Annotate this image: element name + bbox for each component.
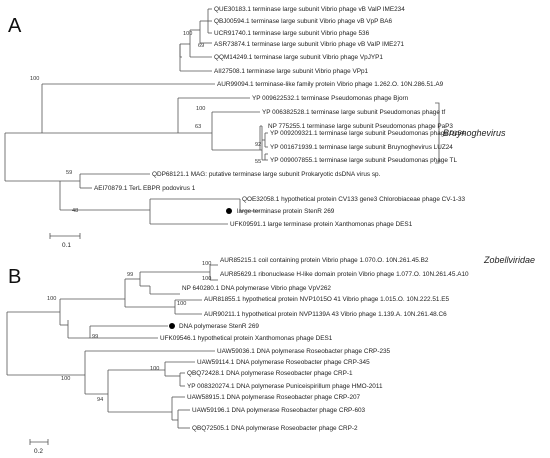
- panel-b: B: [6, 255, 535, 455]
- leaf-label: AUR90211.1 hypothetical protein NVP1139A…: [204, 311, 447, 318]
- leaf-label: QDP68121.1 MAG: putative terminase large…: [152, 171, 381, 178]
- leaf-label: AUR85629.1 ribonuclease H-like domain pr…: [220, 271, 469, 278]
- bootstrap-value: 59: [66, 170, 72, 176]
- scale-label: 0.1: [62, 242, 71, 249]
- bootstrap-value: 99: [127, 272, 133, 278]
- panel-a-branches: [4, 8, 268, 225]
- leaf-label: AII27508.1 terminase large subunit Vibri…: [214, 68, 369, 75]
- leaf-label: AEI70879.1 TerL EBPR podovirus 1: [94, 185, 196, 192]
- panel-b-letter: B: [8, 266, 21, 288]
- leaf-label: DNA polymerase StenR 269: [179, 323, 259, 330]
- leaf-label: QQM14249.1 terminase large subunit Vibri…: [214, 54, 383, 61]
- bootstrap-value: 100: [177, 301, 186, 307]
- stenr-marker: [169, 323, 175, 329]
- leaf-label: YP 009007855.1 terminase large subunit P…: [270, 157, 457, 164]
- leaf-label: UAW59036.1 DNA polymerase Roseobacter ph…: [217, 348, 391, 355]
- bootstrap-value: 99: [92, 334, 98, 340]
- leaf-label: YP 006382528.1 terminase large subunit P…: [262, 109, 445, 116]
- bootstrap-value: 69: [198, 43, 204, 49]
- bootstrap-value: 48: [72, 208, 78, 214]
- scale-label: 0.2: [34, 448, 43, 455]
- bootstrap-value: 92: [255, 142, 261, 148]
- leaf-label: UFK09591.1 large terminase protein Xanth…: [230, 221, 413, 228]
- bootstrap-value: 100: [202, 261, 211, 267]
- scale-bar: [29, 439, 49, 445]
- leaf-label: UCR91740.1 terminase large subunit Vibri…: [214, 30, 370, 37]
- panel-a: A: [4, 6, 506, 249]
- clade-label-zobellviridae: Zobellviridae: [483, 255, 535, 265]
- bootstrap-value: 94: [97, 397, 103, 403]
- bootstrap-value: 100: [30, 76, 39, 82]
- bootstrap-value: 100: [150, 366, 159, 372]
- leaf-label: QBQ72505.1 DNA polymerase Roseobacter ph…: [192, 425, 358, 432]
- scale-bar: [49, 233, 81, 239]
- bootstrap-value: 63: [195, 124, 201, 130]
- leaf-label: AUR85215.1 coil containing protein Vibri…: [220, 257, 429, 264]
- leaf-label: QBQ72428.1 DNA polymerase Roseobacter ph…: [187, 370, 353, 377]
- panel-a-letter: A: [8, 15, 22, 37]
- leaf-label: YP 009209321.1 terminase large subunit P…: [270, 130, 465, 137]
- bootstrap-value: 100: [202, 276, 211, 282]
- clade-label-bruynoghevirus: Bruynoghevirus: [443, 128, 506, 138]
- leaf-label: QOE32058.1 hypothetical protein CV133 ge…: [242, 196, 466, 203]
- stenr-marker: [226, 208, 232, 214]
- leaf-label: QUE30183.1 terminase large subunit Vibri…: [214, 6, 405, 13]
- leaf-label: NP 775255.1 terminase large subunit Pseu…: [268, 123, 453, 130]
- bruynoghevirus-bracket: [435, 102, 440, 164]
- bootstrap-value: 100: [61, 376, 70, 382]
- leaf-label: YP 008320274.1 DNA polymerase Puniceispi…: [187, 383, 383, 390]
- leaf-label: ASR73874.1 terminase large subunit Vibri…: [214, 41, 405, 48]
- leaf-label: YP 001671939.1 terminase large subunit B…: [270, 144, 453, 151]
- leaf-label: large terminase protein StenR 269: [237, 208, 335, 215]
- leaf-label: UAW59196.1 DNA polymerase Roseobacter ph…: [192, 407, 366, 414]
- bootstrap-value: 100: [183, 31, 192, 37]
- leaf-label: AUR99094.1 terminase-like family protein…: [217, 81, 444, 88]
- leaf-label: AUR81855.1 hypothetical protein NVP1015O…: [204, 296, 449, 303]
- leaf-label: NP 640280.1 DNA polymerase Vibrio phage …: [182, 285, 331, 292]
- bootstrap-value: 55: [255, 159, 261, 165]
- leaf-label: QBJ00594.1 terminase large subunit Vibri…: [214, 18, 393, 25]
- leaf-label: YP 009622532.1 terminase Pseudomonas pha…: [252, 95, 409, 102]
- leaf-label: UAW58915.1 DNA polymerase Roseobacter ph…: [187, 394, 361, 401]
- bootstrap-value: 100: [47, 296, 56, 302]
- bootstrap-value: 100: [196, 106, 205, 112]
- panel-b-branches: [6, 264, 218, 429]
- leaf-label: UFK09546.1 hypothetical protein Xanthomo…: [160, 335, 333, 342]
- leaf-label: UAW59114.1 DNA polymerase Roseobacter ph…: [197, 359, 370, 366]
